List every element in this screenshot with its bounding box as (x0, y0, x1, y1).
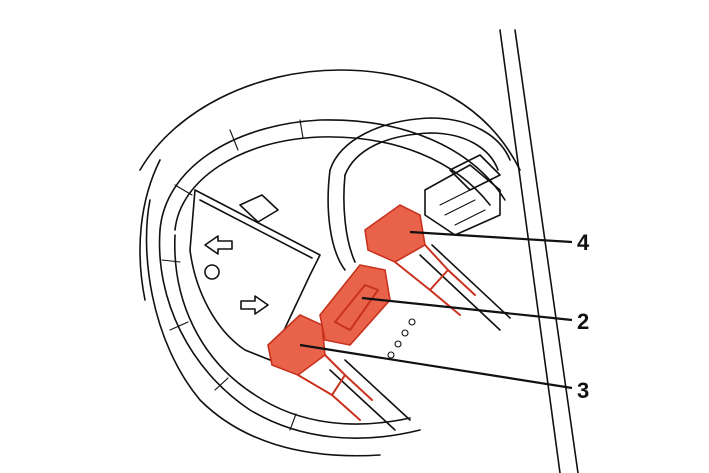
arrow-left-icon (204, 235, 233, 255)
leader-line-2 (361, 296, 573, 322)
leader-line-4 (409, 230, 573, 244)
locking-ring (158, 119, 506, 439)
pump-flange (189, 189, 321, 361)
electrical-connector (424, 154, 501, 236)
component-3-quick-connector (267, 314, 373, 421)
leader-line-3 (299, 343, 573, 390)
leader-lines (299, 230, 573, 390)
callout-4: 4 (577, 230, 590, 255)
component-4-quick-connector (364, 204, 476, 316)
tank-opening (139, 69, 521, 457)
body-panel-edge (499, 29, 579, 473)
hoses (327, 117, 511, 431)
component-2-center-connector (319, 264, 391, 346)
arrow-right-icon (240, 295, 269, 315)
callout-2: 2 (577, 309, 589, 334)
flange-circle-mark (204, 264, 220, 280)
ring-detail-dots (387, 318, 416, 359)
callout-3: 3 (577, 378, 589, 403)
